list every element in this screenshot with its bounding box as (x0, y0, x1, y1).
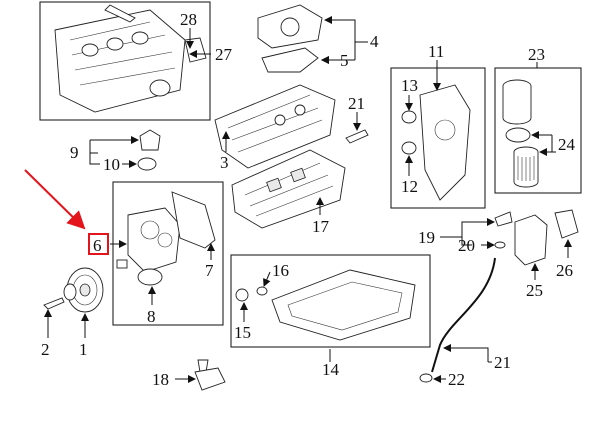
gasket-26-part (554, 209, 579, 239)
callout-9: 9 (70, 143, 79, 162)
callout-25: 25 (526, 281, 543, 300)
highlight-arrow (24, 169, 86, 230)
front-cover-box (112, 181, 224, 326)
callout-8: 8 (147, 307, 156, 326)
callout-22: 22 (448, 370, 465, 389)
seal-12-part (401, 141, 417, 155)
callout-7: 7 (205, 261, 214, 280)
callout-15: 15 (234, 323, 251, 342)
oil-cooler-part (514, 214, 548, 266)
callout-1: 1 (79, 340, 88, 359)
intake-manifold-box (39, 1, 211, 121)
callout-19: 19 (418, 228, 435, 247)
oil-pan-part (271, 269, 416, 341)
pulley-part (63, 267, 104, 313)
callout-6: 6 (93, 236, 102, 255)
oil-level-sensor-part (194, 359, 226, 391)
callout-14: 14 (322, 360, 340, 379)
callout-5: 5 (340, 51, 349, 70)
gasket-28-part (184, 37, 207, 63)
cam-cover-part (257, 4, 323, 73)
highlight-box (88, 233, 109, 255)
callout-10: 10 (103, 155, 120, 174)
callout-3: 3 (220, 153, 229, 172)
filler-cap-part (139, 129, 161, 151)
timing-cover-box (390, 67, 486, 209)
intake-manifold-part (54, 4, 186, 113)
callout-28: 28 (180, 10, 197, 29)
cylinder-head-part (231, 149, 346, 229)
leader-lines (44, 16, 572, 383)
valve-cover-part (214, 84, 336, 169)
callout-2: 2 (41, 340, 50, 359)
bolt-6-part (116, 259, 128, 269)
seal-22-part (419, 373, 433, 383)
seal-13-part (401, 110, 417, 124)
oil-filter-box (494, 67, 582, 194)
oring-20-part (494, 241, 506, 249)
sensor-21-part (345, 129, 369, 144)
oil-filter-part (502, 79, 539, 188)
callout-23: 23 (528, 45, 545, 64)
front-cover-part (127, 191, 216, 286)
callout-13: 13 (401, 76, 418, 95)
bolt-2-part (43, 297, 65, 310)
drain-washer-part (256, 286, 268, 296)
callout-labels: 28 27 4 5 21 3 9 10 11 13 12 23 24 17 6 … (41, 10, 576, 389)
callout-24: 24 (558, 135, 576, 154)
timing-cover-part (419, 84, 471, 201)
callout-21-bottom: 21 (494, 353, 511, 372)
callout-20: 20 (458, 236, 475, 255)
dipstick-handle-part (494, 211, 513, 227)
oil-pan-box (230, 254, 431, 348)
callout-17: 17 (312, 217, 330, 236)
callout-27: 27 (215, 45, 233, 64)
callout-12: 12 (401, 177, 418, 196)
callout-26: 26 (556, 261, 573, 280)
callout-4: 4 (370, 32, 379, 51)
drain-plug-part (235, 288, 249, 302)
callout-21-top: 21 (348, 94, 365, 113)
callout-16: 16 (272, 261, 289, 280)
callout-18: 18 (152, 370, 169, 389)
cap-seal-part (137, 157, 157, 171)
callout-11: 11 (428, 42, 444, 61)
